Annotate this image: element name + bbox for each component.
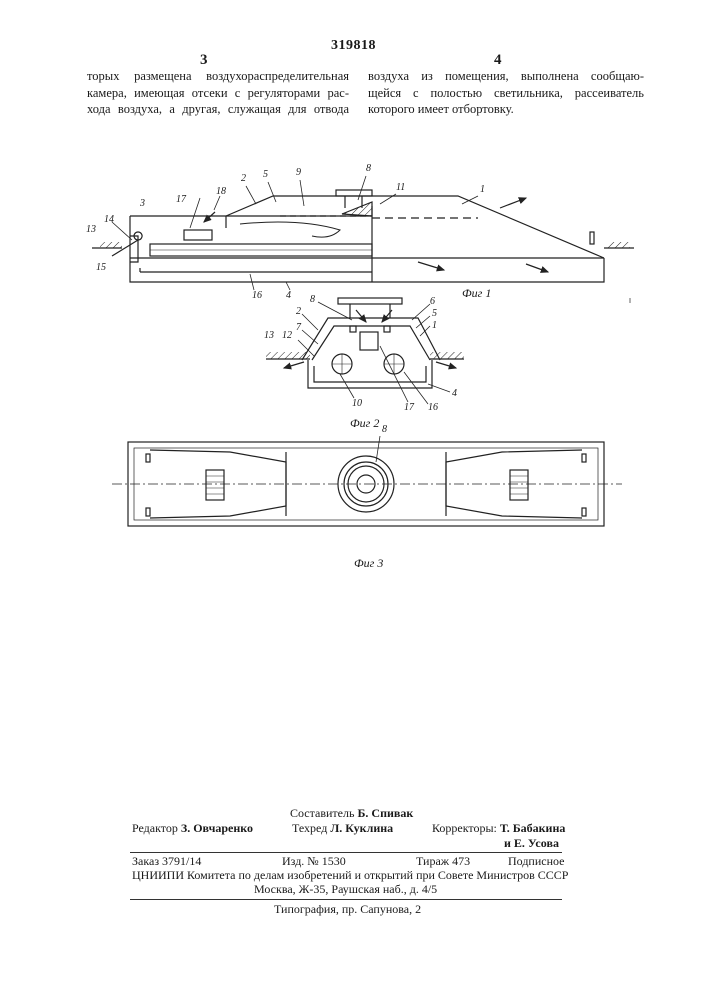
fig1-label-number: 1 [480, 184, 485, 195]
fig1-label-number: 5 [263, 169, 268, 180]
figure-2-caption: Фиг 2 [350, 416, 379, 431]
fig1-label-number: 16 [252, 290, 262, 301]
fig2-label-number: 12 [282, 330, 292, 341]
fig1-label-number: 2 [241, 173, 246, 184]
fig2-label-number: 2 [296, 306, 301, 317]
fig1-label-number: 14 [104, 214, 114, 225]
techred-label: Техред [292, 821, 327, 835]
corrector-name: Т. Бабакина [500, 821, 565, 835]
fig3-label-number: 8 [382, 424, 387, 435]
fig1-label-number: 8 [366, 163, 371, 174]
printer-line: Типография, пр. Сапунова, 2 [274, 902, 421, 917]
imprint-divider [130, 852, 562, 853]
fig2-label-number: 17 [404, 402, 414, 413]
correctors-line: Корректоры: Т. Бабакина [432, 821, 565, 836]
editor-line: Редактор З. Овчаренко [132, 821, 253, 836]
edition-number: Изд. № 1530 [282, 854, 346, 869]
fig2-label-number: 6 [430, 296, 435, 307]
fig1-label-number: 11 [396, 182, 405, 193]
fig1-label-number: 13 [86, 224, 96, 235]
fig1-label-number: 15 [96, 262, 106, 273]
fig2-label-number: 8 [310, 294, 315, 305]
order-number: Заказ 3791/14 [132, 854, 201, 869]
fig1-label-number: 3 [140, 198, 145, 209]
fig2-label-number: 7 [296, 322, 301, 333]
compiler-line: Составитель Б. Спивак [290, 806, 413, 821]
figure-3-drawing [112, 436, 622, 526]
editor-name: З. Овчаренко [181, 821, 253, 835]
corrector-name: и Е. Усова [504, 836, 559, 850]
editor-label: Редактор [132, 821, 178, 835]
fig2-label-number: 13 [264, 330, 274, 341]
corrector-2-line: и Е. Усова [504, 836, 559, 851]
fig2-label-number: 16 [428, 402, 438, 413]
institute-line: ЦНИИПИ Комитета по делам изобретений и о… [132, 868, 568, 883]
fig1-label-number: 4 [286, 290, 291, 301]
techred-name: Л. Куклина [330, 821, 393, 835]
fig1-label-number: 18 [216, 186, 226, 197]
address-line: Москва, Ж-35, Раушская наб., д. 4/5 [254, 882, 437, 897]
figure-1-caption: Фиг 1 [462, 286, 491, 301]
figure-1-drawing [92, 176, 634, 290]
imprint-divider [130, 899, 562, 900]
fig2-label-number: 1 [432, 320, 437, 331]
figure-3-caption: Фиг 3 [354, 556, 383, 571]
compiler-name: Б. Спивак [357, 806, 413, 820]
fig2-label-number: 5 [432, 308, 437, 319]
fig2-label-number: 10 [352, 398, 362, 409]
fig1-label-number: 17 [176, 194, 186, 205]
fig2-label-number: 4 [452, 388, 457, 399]
fig1-label-number: 9 [296, 167, 301, 178]
compiler-label: Составитель [290, 806, 354, 820]
techred-line: Техред Л. Куклина [292, 821, 393, 836]
correctors-label: Корректоры: [432, 821, 497, 835]
subscription: Подписное [508, 854, 565, 869]
circulation: Тираж 473 [416, 854, 470, 869]
